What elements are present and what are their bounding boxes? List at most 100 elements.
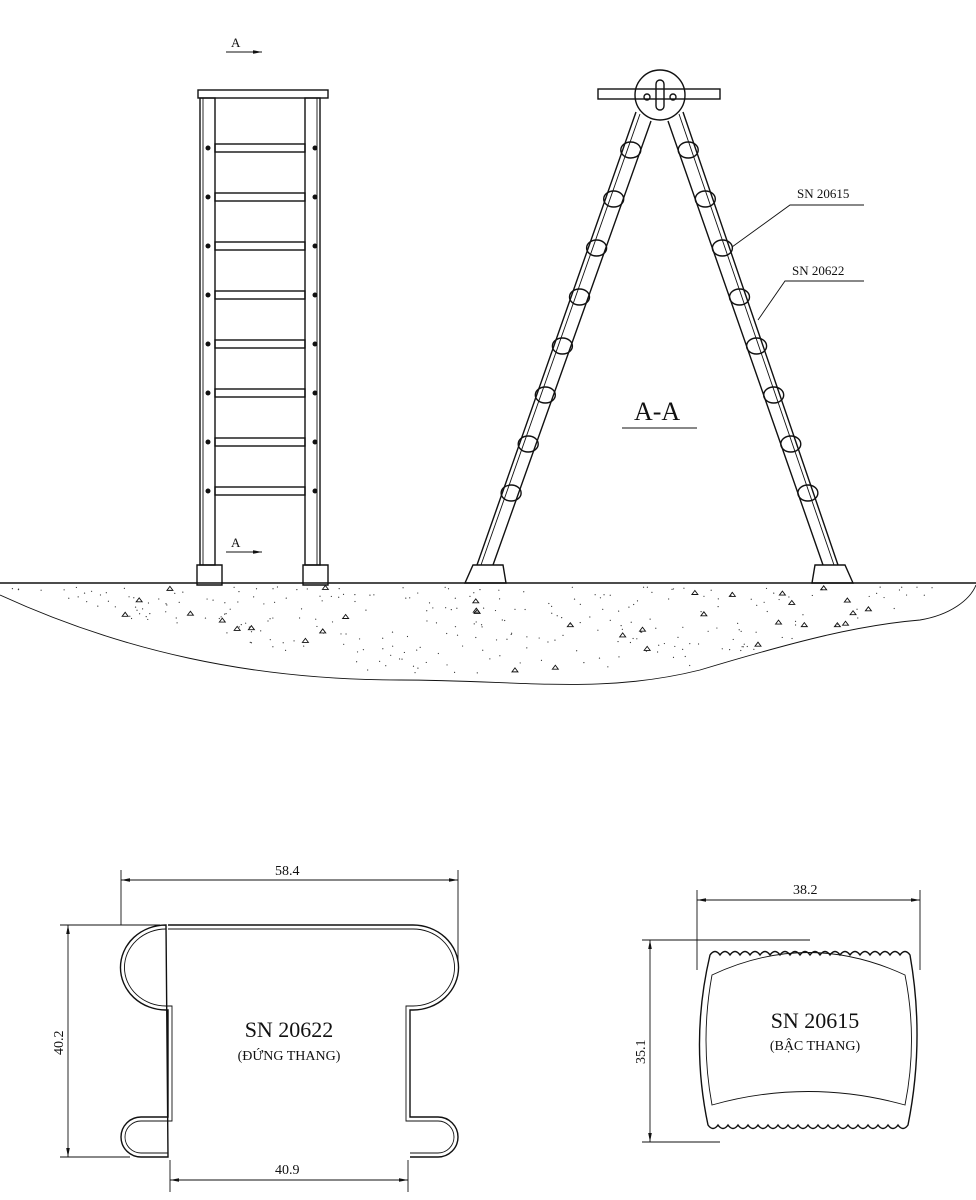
speckle	[238, 590, 240, 593]
aggregate	[473, 608, 482, 614]
rivet	[312, 292, 318, 298]
speckle	[732, 638, 734, 641]
speckle	[206, 598, 208, 600]
speckle	[86, 601, 88, 603]
speckle	[526, 636, 528, 638]
speckle	[379, 660, 381, 662]
speckle	[83, 592, 86, 594]
aggregate	[864, 606, 873, 612]
rung-section	[585, 239, 608, 257]
speckle	[444, 586, 446, 588]
rivet	[312, 243, 318, 249]
speckle	[338, 588, 340, 590]
speckle	[802, 614, 804, 616]
rung	[214, 192, 306, 202]
speckle	[17, 589, 19, 591]
speckle	[811, 594, 813, 597]
speckle	[398, 658, 401, 660]
speckle	[898, 589, 901, 591]
speckle	[923, 594, 925, 596]
rung-section	[677, 141, 699, 159]
speckle	[220, 616, 222, 618]
speckle	[456, 634, 459, 636]
rung-section	[780, 435, 802, 453]
speckle	[417, 667, 419, 669]
speckle	[579, 621, 581, 624]
speckle	[707, 630, 709, 632]
speckle	[260, 630, 262, 632]
aggregate	[819, 585, 828, 591]
speckle	[573, 598, 576, 600]
svg-text:40.9: 40.9	[275, 1163, 300, 1178]
speckle	[656, 651, 659, 653]
speckle	[489, 658, 491, 660]
speckle	[765, 587, 768, 590]
speckle	[609, 594, 611, 596]
aggregate	[690, 589, 699, 595]
speckle	[406, 635, 409, 638]
rung-section	[602, 190, 625, 208]
speckle	[105, 592, 107, 594]
aggregate	[618, 632, 627, 638]
rivet	[312, 488, 318, 494]
speckle	[498, 589, 500, 591]
speckle	[501, 619, 503, 621]
speckle	[356, 661, 358, 663]
aggregate	[166, 585, 174, 591]
aggregate	[754, 641, 762, 647]
speckle	[390, 654, 392, 656]
speckle	[129, 615, 131, 617]
speckle	[548, 602, 550, 605]
speckle	[147, 618, 149, 621]
speckle	[354, 600, 356, 603]
speckle	[931, 587, 933, 589]
speckle	[562, 634, 564, 636]
speckle	[233, 586, 235, 588]
speckle	[412, 665, 415, 667]
speckle	[454, 626, 457, 628]
rung-section	[728, 288, 751, 306]
speckle	[426, 610, 428, 612]
speckle	[589, 616, 591, 618]
speckle	[651, 591, 653, 593]
speckle	[883, 596, 885, 599]
speckle	[561, 617, 563, 619]
speckle	[773, 592, 775, 594]
speckle	[382, 637, 384, 639]
speckle	[658, 644, 660, 646]
speckle	[837, 623, 839, 625]
speckle	[414, 672, 416, 674]
speckle	[253, 596, 255, 598]
speckle	[469, 595, 471, 597]
speckle	[75, 586, 78, 589]
speckle	[835, 625, 837, 627]
speckle	[632, 637, 634, 640]
speckle	[425, 661, 427, 664]
speckle	[437, 652, 439, 655]
speckle	[636, 600, 639, 602]
speckle	[166, 604, 168, 606]
speckle	[905, 594, 908, 596]
speckle	[147, 602, 150, 604]
speckle	[876, 592, 878, 595]
speckle	[284, 649, 287, 652]
speckle	[636, 638, 638, 640]
speckle	[682, 626, 684, 628]
aggregate	[218, 617, 227, 623]
speckle	[700, 611, 702, 613]
speckle	[729, 649, 731, 651]
speckle	[249, 641, 251, 643]
aggregate	[843, 597, 852, 603]
speckle	[556, 615, 558, 617]
speckle	[391, 631, 394, 633]
speckle	[461, 645, 464, 647]
speckle	[303, 645, 305, 647]
speckle	[621, 628, 623, 630]
speckle	[683, 587, 685, 589]
speckle	[689, 664, 691, 667]
speckle	[916, 586, 918, 588]
speckle	[362, 649, 365, 651]
speckle	[620, 625, 622, 627]
speckle	[176, 622, 178, 624]
